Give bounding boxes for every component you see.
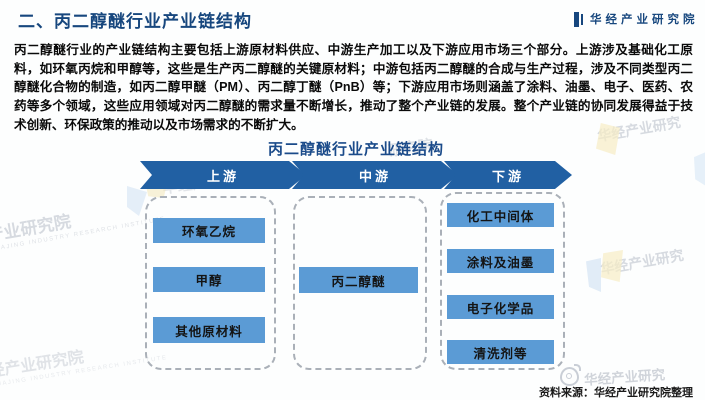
- logo-bar-icon: [581, 13, 583, 25]
- watermark-plane-shape: [586, 258, 601, 292]
- brand-name: 华经产业研究院: [590, 14, 699, 26]
- upstream-item: 其他原材料: [153, 317, 265, 343]
- midstream-panel: [293, 196, 427, 370]
- stage-arrow-downstream: 下游: [444, 161, 572, 189]
- brand-logo: 华经产业研究院: [574, 11, 699, 27]
- watermark-text: 经产业研究院 HUAJING INDUSTRY RESEARCH INSTITU…: [0, 330, 168, 389]
- watermark-plane-shape: [601, 250, 623, 282]
- watermark-plane-shape: [596, 123, 620, 155]
- downstream-item: 清洗剂等: [447, 340, 554, 364]
- diagram-title: 丙二醇醚行业产业链结构: [267, 141, 444, 158]
- watermark-plane-shape: [694, 152, 705, 186]
- downstream-item: 涂料及油墨: [447, 249, 554, 273]
- upstream-panel: [145, 196, 276, 370]
- stage-arrow-upstream: 上游: [140, 161, 306, 189]
- midstream-item: 丙二醇醚: [299, 267, 418, 293]
- intro-paragraph: 丙二醇醚行业的产业链结构主要包括上游原材料供应、中游生产加工以及下游应用市场三个…: [14, 43, 693, 132]
- page-title: 二、丙二醇醚行业产业链结构: [18, 12, 252, 31]
- source-note: 资料来源：华经产业研究院整理: [539, 387, 693, 399]
- downstream-item: 化工中间体: [447, 203, 554, 227]
- downstream-item: 电子化学品: [447, 295, 554, 319]
- upstream-item: 甲醇: [153, 267, 265, 292]
- weibo-watermark-icon: [560, 364, 581, 386]
- upstream-item: 环氧乙烷: [153, 218, 265, 243]
- stage-arrow-midstream: 中游: [292, 161, 458, 189]
- downstream-panel: [440, 192, 565, 370]
- logo-bar-icon: [574, 11, 579, 27]
